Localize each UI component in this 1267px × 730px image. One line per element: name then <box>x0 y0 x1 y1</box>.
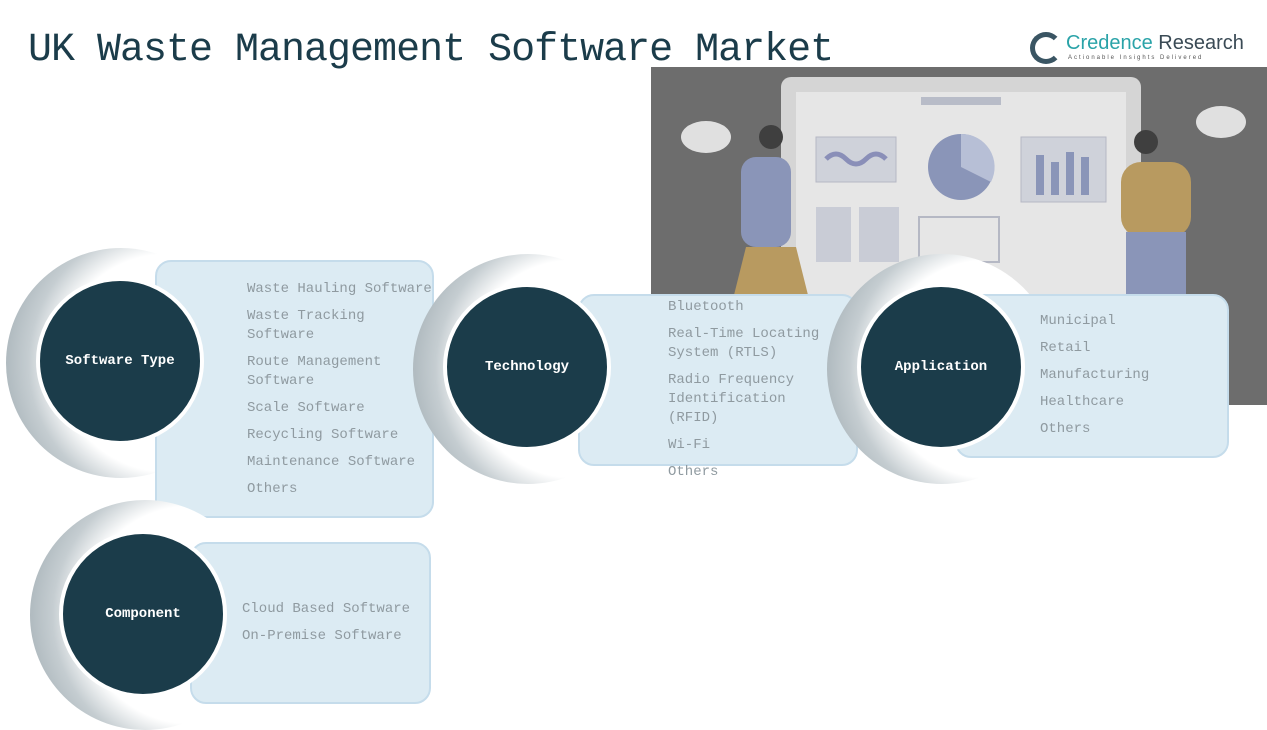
list-item: Others <box>247 481 298 497</box>
segment-circle-component: Component <box>59 530 227 698</box>
list-item: Real-Time Locating System (RTLS) <box>668 326 820 361</box>
list-item: Scale Software <box>247 400 365 416</box>
segment-box-software-type <box>155 260 434 518</box>
list-item: Bluetooth <box>668 299 744 315</box>
list-item: Others <box>1040 421 1091 437</box>
segment-circle-technology: Technology <box>443 283 611 451</box>
list-item: Healthcare <box>1040 394 1125 410</box>
list-item: Radio Frequency Identification (RFID) <box>668 372 795 426</box>
software-type-list: Waste Hauling Software Waste Tracking So… <box>247 280 432 507</box>
list-item: Wi-Fi <box>668 437 711 453</box>
component-list: Cloud Based Software On-Premise Software <box>242 600 422 654</box>
segment-circle-application: Application <box>857 283 1025 451</box>
list-item: Retail <box>1040 340 1091 356</box>
segment-box-technology <box>578 294 858 466</box>
list-item: Maintenance Software <box>247 454 416 470</box>
technology-list: Bluetooth Real-Time Locating System (RTL… <box>668 298 843 490</box>
list-item: Waste Hauling Software <box>247 281 432 297</box>
people-presenting-charts-icon <box>681 77 1246 312</box>
page-title: UK Waste Management Software Market <box>28 28 834 73</box>
list-item: Manufacturing <box>1040 367 1150 383</box>
logo-brand-1: Credence <box>1066 32 1153 54</box>
logo-mark-icon <box>1030 32 1062 64</box>
logo-brand-2: Research <box>1152 32 1244 54</box>
segment-circle-software-type: Software Type <box>36 277 204 445</box>
list-item: Route Management Software <box>247 354 382 389</box>
list-item: Waste Tracking Software <box>247 308 365 343</box>
segment-box-component <box>190 542 431 704</box>
application-list: Municipal Retail Manufacturing Healthcar… <box>1040 312 1210 447</box>
credence-research-logo: Credence Research Actionable Insights De… <box>1030 32 1244 66</box>
list-item: On-Premise Software <box>242 628 402 644</box>
list-item: Recycling Software <box>247 427 399 443</box>
list-item: Others <box>668 464 719 480</box>
list-item: Cloud Based Software <box>242 601 411 617</box>
logo-tagline: Actionable Insights Delivered <box>1068 55 1204 61</box>
presentation-illustration <box>651 67 1267 405</box>
list-item: Municipal <box>1040 313 1116 329</box>
